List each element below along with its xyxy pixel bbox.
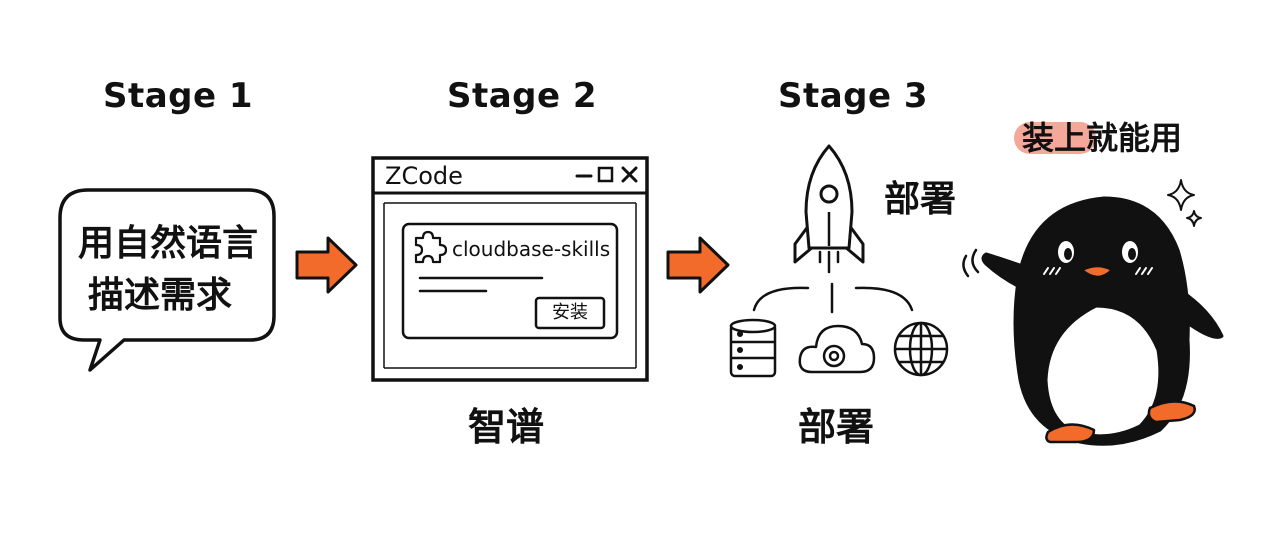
bubble-line-2: 描述需求 xyxy=(88,275,233,316)
tagline-highlight-mark xyxy=(1014,122,1096,154)
close-icon[interactable] xyxy=(621,166,638,183)
rocket-label: 部署 xyxy=(884,179,957,220)
stage-2-title: Stage 2 xyxy=(447,76,598,116)
stage-1-title: Stage 1 xyxy=(103,76,254,116)
penguin-mascot xyxy=(981,196,1224,446)
bubble-line-1: 用自然语言 xyxy=(78,223,259,264)
globe-icon xyxy=(893,321,949,377)
wave-motion-marks xyxy=(962,248,980,278)
speech-bubble xyxy=(58,188,276,372)
zcode-window xyxy=(371,156,649,382)
arrow-1 xyxy=(295,236,358,294)
stage-3-caption: 部署 xyxy=(798,405,875,449)
stage-3-title: Stage 3 xyxy=(778,76,929,116)
tagline-rest: 就能用 xyxy=(1086,119,1183,157)
window-title: ZCode xyxy=(385,162,463,190)
sparkle-icon xyxy=(1167,179,1202,227)
stage-2-caption: 智谱 xyxy=(468,405,545,449)
cloud-gear-icon xyxy=(798,324,876,374)
database-icon xyxy=(729,318,777,378)
tagline-highlight: 装上 xyxy=(1022,119,1087,157)
rocket-icon xyxy=(793,144,865,274)
install-button[interactable]: 安装 xyxy=(552,302,588,323)
mascot-tagline: 装上就能用 xyxy=(1022,118,1182,158)
puzzle-icon xyxy=(414,230,448,264)
plugin-name: cloudbase-skills xyxy=(452,237,611,261)
deploy-branches xyxy=(752,282,914,314)
maximize-icon[interactable] xyxy=(597,166,614,183)
arrow-2 xyxy=(666,236,730,294)
